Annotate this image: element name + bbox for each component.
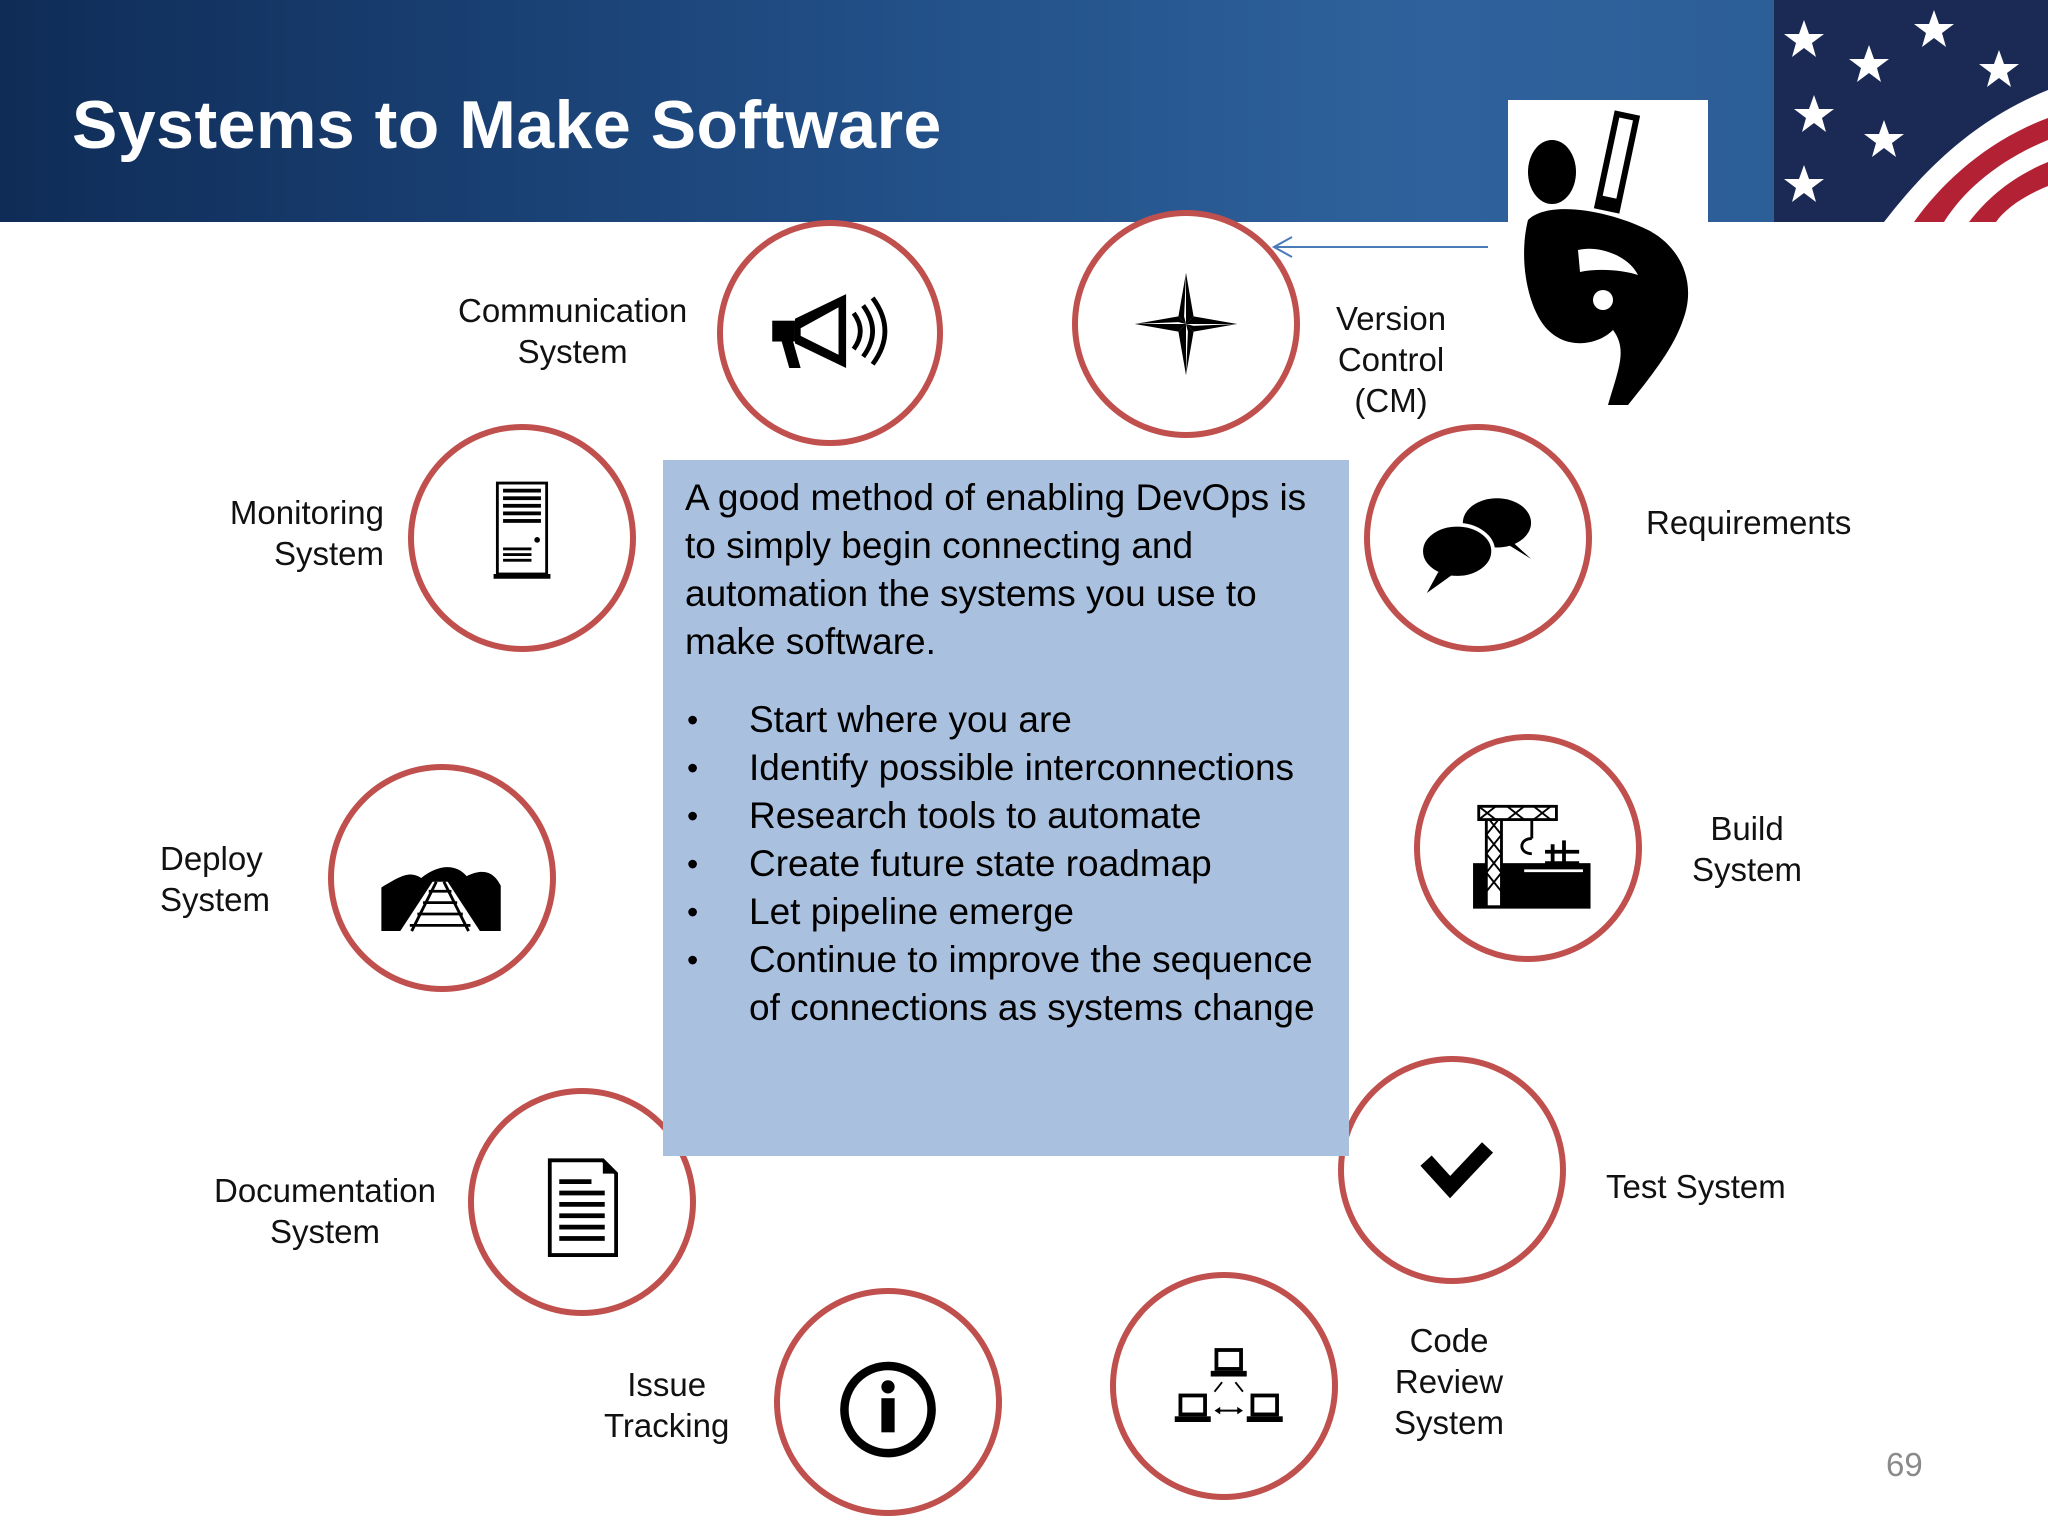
slide-title: Systems to Make Software: [72, 87, 942, 163]
issue-tracking-label-line2: Tracking: [604, 1407, 730, 1444]
test-label-line1: Test System: [1606, 1168, 1786, 1205]
crane-construction-icon: [1473, 804, 1591, 909]
test-label: Test System: [1606, 1166, 1786, 1207]
monitoring-label: Monitoring System: [212, 492, 384, 574]
arrow-line: [1271, 236, 1488, 258]
bullet-item: Identify possible interconnections: [685, 744, 1327, 792]
version-control-label-line3: (CM): [1354, 382, 1428, 419]
devops-textbox: A good method of enabling DevOps is to s…: [663, 460, 1349, 1156]
version-control-label-line2: Control: [1337, 341, 1445, 378]
monitoring-label-line2: System: [273, 535, 384, 572]
megaphone-icon: [772, 294, 888, 369]
communication-label: Communication System: [458, 290, 687, 372]
bullet-item: Continue to improve the sequence of conn…: [685, 936, 1327, 1032]
version-control-label-line1: Version: [1336, 300, 1447, 337]
code-review-label-line2: Review: [1394, 1363, 1504, 1400]
title-bar: Systems to Make Software: [0, 0, 2048, 222]
documentation-label-line2: System: [269, 1213, 380, 1250]
issue-tracking-circle[interactable]: [774, 1288, 1002, 1516]
issue-tracking-label: Issue Tracking: [604, 1364, 729, 1446]
server-tower-icon: [493, 481, 551, 579]
communication-circle[interactable]: [717, 220, 943, 446]
document-icon: [547, 1158, 618, 1257]
monitoring-circle[interactable]: [408, 424, 636, 652]
code-review-label-line3: System: [1394, 1404, 1505, 1441]
bullet-item: Research tools to automate: [685, 792, 1327, 840]
monitoring-label-line1: Monitoring: [229, 494, 384, 531]
documentation-label-line1: Documentation: [214, 1172, 436, 1209]
communication-label-line1: Communication: [458, 292, 688, 329]
deploy-label-line1: Deploy: [160, 840, 263, 877]
communication-label-line2: System: [517, 333, 628, 370]
american-flag-image: [1774, 0, 2048, 222]
test-circle[interactable]: [1338, 1056, 1566, 1284]
deploy-label-line2: System: [160, 881, 271, 918]
requirements-label-line1: Requirements: [1646, 504, 1852, 541]
documentation-circle[interactable]: [468, 1088, 696, 1316]
textbox-intro: A good method of enabling DevOps is to s…: [685, 477, 1307, 662]
networked-computers-icon: [1174, 1348, 1283, 1422]
compass-star-icon: [1134, 272, 1238, 376]
build-circle[interactable]: [1414, 734, 1642, 962]
speech-bubbles-icon: [1419, 498, 1532, 593]
mascot-character-image: [1508, 100, 1708, 410]
bullet-item: Let pipeline emerge: [685, 888, 1327, 936]
version-control-label: Version Control (CM): [1336, 298, 1446, 421]
build-label-line2: System: [1692, 851, 1803, 888]
requirements-label: Requirements: [1646, 502, 1851, 543]
issue-tracking-label-line1: Issue: [627, 1366, 707, 1403]
bullet-list: Start where you are Identify possible in…: [685, 696, 1327, 1032]
code-review-circle[interactable]: [1110, 1272, 1338, 1500]
version-control-circle[interactable]: [1072, 210, 1300, 438]
code-review-label: Code Review System: [1394, 1320, 1504, 1443]
documentation-label: Documentation System: [214, 1170, 436, 1252]
bullet-item: Create future state roadmap: [685, 840, 1327, 888]
deploy-circle[interactable]: [328, 764, 556, 992]
page-number: 69: [1886, 1446, 1923, 1483]
railroad-track-icon: [381, 867, 501, 932]
requirements-circle[interactable]: [1364, 424, 1592, 652]
code-review-label-line1: Code: [1409, 1322, 1489, 1359]
build-label-line1: Build: [1710, 810, 1784, 847]
deploy-label: Deploy System: [160, 838, 270, 920]
checkmark-icon: [1420, 1142, 1494, 1199]
build-label: Build System: [1692, 808, 1802, 890]
bullet-item: Start where you are: [685, 696, 1327, 744]
info-icon: [840, 1361, 936, 1458]
